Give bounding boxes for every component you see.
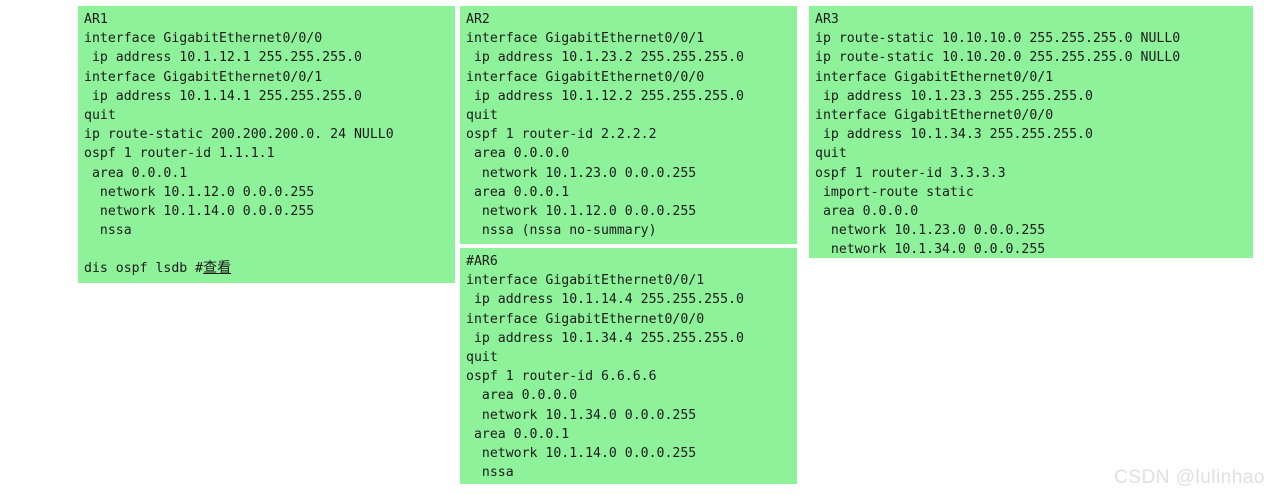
config-line bbox=[84, 240, 449, 259]
config-block-ar1: AR1 interface GigabitEthernet0/0/0 ip add… bbox=[78, 6, 455, 283]
config-line: ospf 1 router-id 3.3.3.3 bbox=[815, 165, 1006, 181]
config-line: nssa bbox=[466, 465, 514, 481]
config-line: import-route static bbox=[815, 184, 974, 200]
config-line: ospf 1 router-id 1.1.1.1 bbox=[84, 146, 275, 162]
config-line: AR3 bbox=[815, 12, 839, 27]
config-line: network 10.1.12.0 0.0.0.255 bbox=[84, 184, 315, 200]
config-line: area 0.0.0.1 bbox=[466, 426, 570, 442]
config-line: interface GigabitEthernet0/0/1 bbox=[815, 69, 1054, 85]
config-line: ip route-static 200.200.200.0. 24 NULL0 bbox=[84, 127, 394, 143]
config-line: network 10.1.23.0 0.0.0.255 bbox=[815, 223, 1046, 239]
config-line: interface GigabitEthernet0/0/0 bbox=[815, 107, 1054, 123]
config-line: AR2 bbox=[466, 12, 490, 27]
config-block-ar3: AR3 ip route-static 10.10.10.0 255.255.25… bbox=[809, 6, 1253, 258]
watermark-csdn: CSDN @lulinhao bbox=[1114, 467, 1265, 488]
config-line: dis ospf lsdb #查看 bbox=[84, 259, 449, 278]
config-line: area 0.0.0.1 bbox=[466, 184, 570, 200]
config-line: ospf 1 router-id 2.2.2.2 bbox=[466, 127, 657, 143]
config-line: area 0.0.0.0 bbox=[466, 146, 570, 162]
config-line: interface GigabitEthernet0/0/0 bbox=[84, 31, 323, 47]
config-line: network 10.1.23.0 0.0.0.255 bbox=[466, 165, 697, 181]
config-line: ip address 10.1.23.3 255.255.255.0 bbox=[815, 88, 1093, 104]
config-line: ip route-static 10.10.10.0 255.255.255.0… bbox=[815, 31, 1181, 47]
config-line: ip address 10.1.14.1 255.255.255.0 bbox=[84, 88, 362, 104]
config-line: nssa bbox=[84, 223, 132, 239]
config-line: #AR6 bbox=[466, 254, 498, 269]
config-line: ip address 10.1.12.2 255.255.255.0 bbox=[466, 88, 744, 104]
config-line: interface GigabitEthernet0/0/1 bbox=[84, 69, 323, 85]
config-line-annotation: 查看 bbox=[203, 260, 232, 277]
config-line: quit bbox=[466, 349, 498, 365]
config-line-text: dis ospf lsdb # bbox=[84, 261, 204, 277]
config-line: network 10.1.14.0 0.0.0.255 bbox=[84, 203, 315, 219]
config-line: quit bbox=[466, 107, 498, 123]
config-line: ip address 10.1.12.1 255.255.255.0 bbox=[84, 50, 362, 66]
config-line: ip address 10.1.34.3 255.255.255.0 bbox=[815, 127, 1093, 143]
config-line: ip address 10.1.23.2 255.255.255.0 bbox=[466, 50, 744, 66]
config-line: ip address 10.1.34.4 255.255.255.0 bbox=[466, 330, 744, 346]
config-line: network 10.1.34.0 0.0.0.255 bbox=[815, 242, 1046, 258]
config-line: interface GigabitEthernet0/0/1 bbox=[466, 31, 705, 47]
config-line: interface GigabitEthernet0/0/0 bbox=[466, 69, 705, 85]
config-block-ar6: #AR6 interface GigabitEthernet0/0/1 ip ad… bbox=[460, 248, 797, 484]
config-line: interface GigabitEthernet0/0/1 bbox=[466, 273, 705, 289]
config-line: area 0.0.0.1 bbox=[84, 165, 188, 181]
config-line: ip address 10.1.14.4 255.255.255.0 bbox=[466, 292, 744, 308]
config-line: quit bbox=[815, 146, 847, 162]
config-line: network 10.1.12.0 0.0.0.255 bbox=[466, 203, 697, 219]
config-line: quit bbox=[84, 107, 116, 123]
config-line: ospf 1 router-id 6.6.6.6 bbox=[466, 369, 657, 385]
config-line: area 0.0.0.0 bbox=[815, 203, 919, 219]
config-line: network 10.1.34.0 0.0.0.255 bbox=[466, 407, 697, 423]
config-line: AR1 bbox=[84, 12, 108, 27]
config-line: network 10.1.14.0 0.0.0.255 bbox=[466, 445, 697, 461]
config-line: ip route-static 10.10.20.0 255.255.255.0… bbox=[815, 50, 1181, 66]
config-block-ar2: AR2 interface GigabitEthernet0/0/1 ip add… bbox=[460, 6, 797, 244]
config-line: nssa (nssa no-summary) bbox=[466, 223, 657, 239]
config-line: interface GigabitEthernet0/0/0 bbox=[466, 311, 705, 327]
config-line: area 0.0.0.0 bbox=[466, 388, 578, 404]
